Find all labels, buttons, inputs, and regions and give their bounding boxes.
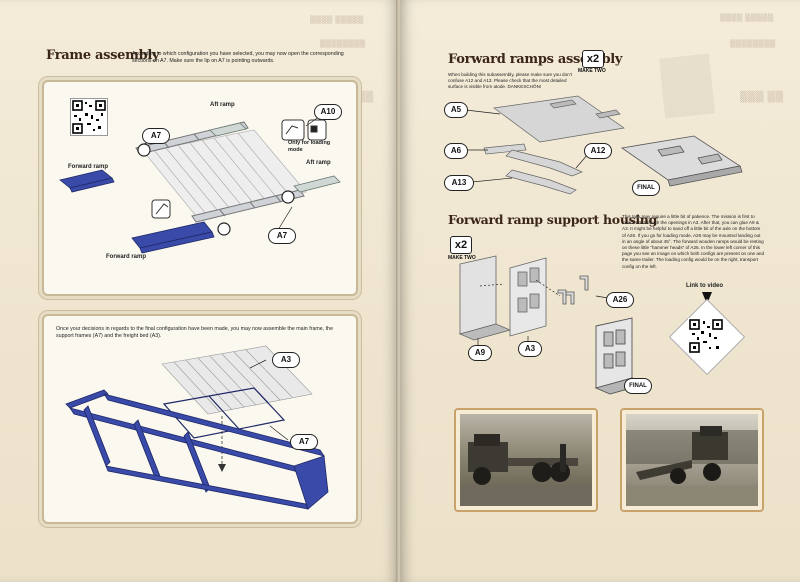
background-stamp: ▒▒▒ ▒▒ bbox=[740, 92, 784, 103]
loading-mode-note: Only for loading mode bbox=[288, 140, 331, 153]
detail-circle bbox=[137, 143, 151, 157]
part-callout-a13: A13 bbox=[444, 175, 474, 191]
freight-bed-deck bbox=[143, 129, 307, 217]
support-housing-diagram bbox=[458, 255, 648, 395]
leader-lines bbox=[249, 359, 289, 441]
final-ramp bbox=[620, 135, 743, 187]
aft-ramp-label: Aft ramp bbox=[210, 102, 235, 108]
frame-assembly-title: Frame assembly bbox=[46, 48, 160, 63]
part-callout-a7: A7 bbox=[268, 228, 296, 244]
book-gutter bbox=[396, 0, 402, 582]
quantity-badge: x2 bbox=[450, 236, 472, 254]
detail-circle bbox=[217, 222, 231, 236]
truck-photo-illustration bbox=[460, 434, 592, 506]
main-frame-panel: Once your decisions in regards to the fi… bbox=[42, 314, 358, 524]
reference-photo-loading-config bbox=[622, 410, 762, 510]
background-stamp: ▒▒▒▒ ▒▒▒▒▒ bbox=[720, 14, 774, 22]
make-two-label: MAKE TWO bbox=[448, 255, 476, 261]
right-page: ▒▒▒▒ ▒▒▒▒▒ ▒▒▒▒▒▒▒▒ ▒▒▒ ▒▒ Forward ramps… bbox=[400, 0, 800, 582]
qr-code-icon[interactable] bbox=[688, 318, 724, 354]
qr-code-icon[interactable] bbox=[70, 98, 108, 136]
forward-ramp-label: Forward ramp bbox=[68, 164, 109, 170]
forward-ramps-title: Forward ramps assembly bbox=[448, 52, 623, 67]
part-callout-a7: A7 bbox=[290, 434, 318, 450]
a7-support-frame bbox=[162, 387, 286, 439]
reference-photo-transport-config bbox=[456, 410, 596, 510]
part-callout-a3: A3 bbox=[518, 341, 542, 357]
aft-ramp-label: Aft ramp bbox=[306, 160, 331, 166]
main-chassis-frame bbox=[65, 389, 329, 510]
make-two-label: MAKE TWO bbox=[578, 68, 606, 74]
part-callout-a9: A9 bbox=[468, 345, 492, 361]
part-callout-a26: A26 bbox=[606, 292, 634, 308]
background-stamp: ▒▒▒▒▒▒▒▒ bbox=[320, 40, 366, 48]
frame-assembly-description: According to which configuration you hav… bbox=[132, 51, 344, 64]
aft-ramp-part bbox=[209, 122, 341, 193]
part-callout-a3: A3 bbox=[272, 352, 300, 368]
final-housing bbox=[594, 317, 648, 395]
frame-assembly-panel: Aft ramp Aft ramp Forward ramp Forward r… bbox=[42, 80, 358, 296]
support-housing-description: This task may require a little bit of pa… bbox=[622, 214, 764, 269]
a9-side-plate bbox=[458, 255, 512, 341]
video-link-label: Link to video bbox=[686, 283, 724, 289]
part-callout-a10: A10 bbox=[314, 104, 342, 120]
main-frame-diagram bbox=[65, 345, 329, 510]
forward-ramps-diagram bbox=[465, 95, 743, 195]
frame-assembly-diagram bbox=[59, 115, 341, 254]
part-callout-a5: A5 bbox=[444, 102, 468, 118]
background-stamp: ▒▒▒▒ ▒▒▒▒▒ bbox=[310, 16, 364, 24]
part-callout-a12: A12 bbox=[584, 143, 612, 159]
left-page: ▒▒▒▒ ▒▒▒▒▒ ▒▒▒▒▒▒▒▒ ▒▒▒ ▒▒ Frame assembl… bbox=[0, 0, 398, 582]
main-frame-description: Once your decisions in regards to the fi… bbox=[56, 326, 334, 339]
final-callout: FINAL bbox=[632, 180, 660, 196]
part-callout-a6: A6 bbox=[444, 143, 468, 159]
support-housing-title: Forward ramp support housing bbox=[448, 212, 658, 227]
arrow-down-icon bbox=[702, 292, 712, 304]
part-callout-a7: A7 bbox=[142, 128, 170, 144]
hinge-detail bbox=[151, 119, 327, 219]
background-stamp: ▒▒▒▒▒▒▒▒ bbox=[730, 40, 776, 48]
final-callout: FINAL bbox=[624, 378, 652, 394]
truck-photo-illustration bbox=[626, 426, 758, 506]
detail-circle bbox=[281, 190, 295, 204]
ramp-plate bbox=[483, 95, 625, 195]
quantity-badge: x2 bbox=[582, 50, 604, 68]
forward-ramp-label: Forward ramp bbox=[106, 254, 147, 260]
a26-hammer-head bbox=[557, 275, 589, 305]
forward-ramps-description: When building this subassembly, please m… bbox=[448, 72, 572, 89]
a3-bracket-plate bbox=[509, 257, 547, 337]
arrow-head bbox=[218, 464, 226, 472]
forward-ramp-part bbox=[59, 169, 215, 254]
